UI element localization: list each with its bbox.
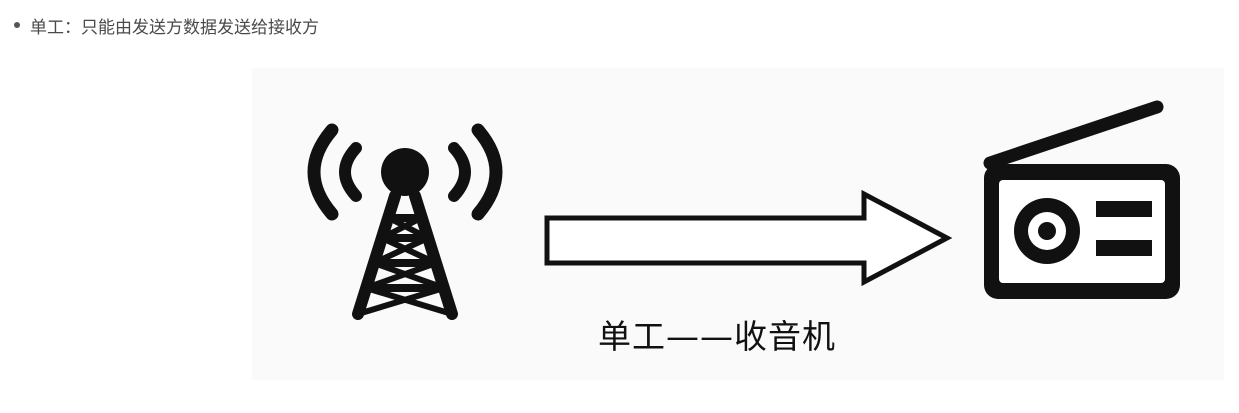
diagram-caption: 单工——收音机 bbox=[598, 317, 836, 356]
simplex-diagram-image: 单工——收音机 bbox=[252, 68, 1224, 380]
radio-tower-icon bbox=[307, 123, 503, 320]
radio-receiver-icon bbox=[983, 100, 1180, 299]
bullet-text: 单工：只能由发送方数据发送给接收方 bbox=[30, 17, 319, 38]
right-arrow-icon bbox=[544, 189, 953, 287]
bullet-dot bbox=[14, 22, 20, 28]
diagram-drawing bbox=[307, 100, 1180, 320]
bullet-list-item: 单工：只能由发送方数据发送给接收方 bbox=[14, 10, 319, 40]
